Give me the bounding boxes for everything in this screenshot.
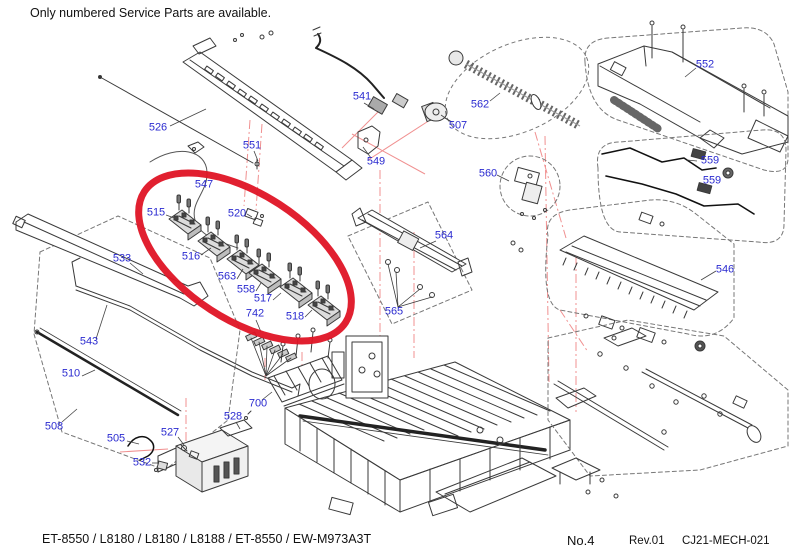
part-label-546: 546 xyxy=(715,263,735,276)
part-label-532: 532 xyxy=(132,456,152,469)
part-label-526: 526 xyxy=(148,121,168,134)
part-label-547: 547 xyxy=(194,178,214,191)
part-label-562: 562 xyxy=(470,98,490,111)
part-label-505: 505 xyxy=(106,432,126,445)
part-label-552: 552 xyxy=(695,58,715,71)
left-frame-parts-art xyxy=(13,214,300,492)
part-label-508: 508 xyxy=(44,420,64,433)
footer-models: ET-8550 / L8180 / L8180 / L8188 / ET-855… xyxy=(42,532,372,546)
leader-lines xyxy=(62,68,716,463)
eject-roller-art xyxy=(348,202,472,324)
part-label-563: 563 xyxy=(217,270,237,283)
part-label-700: 700 xyxy=(248,397,268,410)
cr-shaft-spring-art xyxy=(430,17,605,159)
paper-guide-upper-art xyxy=(546,200,734,344)
part-label-527: 527 xyxy=(160,426,180,439)
part-label-564: 564 xyxy=(434,229,454,242)
part-label-559-a: 559 xyxy=(700,154,720,167)
upper-frame-art xyxy=(585,21,788,172)
carriage-rail-assembly-art xyxy=(99,27,409,248)
footer-sheet-no: No.4 xyxy=(567,533,595,548)
part-label-541: 541 xyxy=(352,90,372,103)
footer-doc-code: CJ21-MECH-021 xyxy=(682,535,770,547)
part-label-516: 516 xyxy=(181,250,201,263)
part-label-515: 515 xyxy=(146,206,166,219)
harness-art xyxy=(597,130,786,243)
part-label-507: 507 xyxy=(448,119,468,132)
alignment-lines xyxy=(186,120,588,468)
cr-motor-art xyxy=(422,102,452,122)
footer-revision: Rev.01 xyxy=(629,535,665,547)
main-chassis-art xyxy=(285,336,596,516)
ink-tube-art xyxy=(246,332,297,376)
part-label-565: 565 xyxy=(384,305,404,318)
part-label-558: 558 xyxy=(236,283,256,296)
red-highlight-oval xyxy=(110,139,380,375)
part-label-742: 742 xyxy=(245,307,265,320)
part-label-517: 517 xyxy=(253,292,273,305)
supply-unit-art xyxy=(268,328,344,406)
part-label-551: 551 xyxy=(242,139,262,152)
diagram-note: Only numbered Service Parts are availabl… xyxy=(30,6,272,20)
part-label-533: 533 xyxy=(112,252,132,265)
part-label-560: 560 xyxy=(478,167,498,180)
part-label-559-b: 559 xyxy=(702,174,722,187)
part-label-549: 549 xyxy=(366,155,386,168)
part-label-528: 528 xyxy=(223,410,243,423)
sensor-bracket-art xyxy=(500,156,560,252)
rear-rails-art xyxy=(548,320,788,498)
part-label-543: 543 xyxy=(79,335,99,348)
part-label-510: 510 xyxy=(61,367,81,380)
part-label-518: 518 xyxy=(285,310,305,323)
part-label-520: 520 xyxy=(227,207,247,220)
